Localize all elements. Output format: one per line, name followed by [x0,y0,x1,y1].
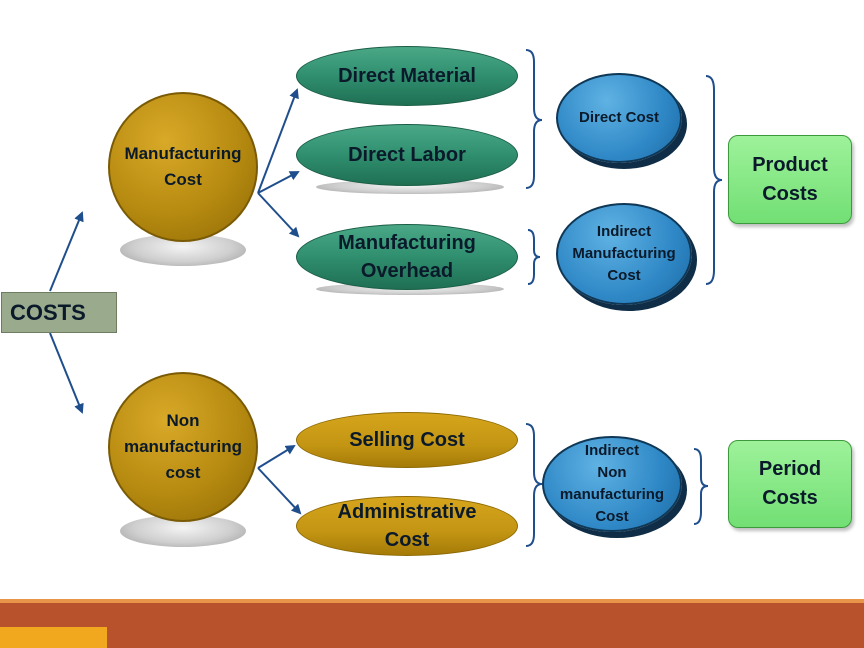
arrow-to-selling-cost [257,444,296,469]
brace-overhead [527,229,541,285]
indirect-non-manufacturing-cost-node: Indirect Non manufacturing Cost [542,436,682,532]
direct-cost-node: Direct Cost [556,73,682,163]
arrow-to-manufacturing-overhead [257,192,300,238]
footer-highlight-line [0,599,864,603]
direct-labor-node: Direct Labor [296,124,518,186]
manufacturing-overhead-node: Manufacturing Overhead [296,224,518,290]
non-manufacturing-cost-node: Non manufacturing cost [108,372,258,522]
indirect-manufacturing-cost-node: Indirect Manufacturing Cost [556,203,692,305]
brace-product-costs [705,75,723,285]
arrow-costs-to-manufacturing [49,211,84,292]
brace-period-costs [693,448,709,525]
brace-non-manufacturing [525,423,543,547]
direct-material-node: Direct Material [296,46,518,106]
arrow-to-direct-labor [257,171,300,194]
arrow-costs-to-non-manufacturing [49,332,84,414]
selling-cost-node: Selling Cost [296,412,518,468]
arrow-to-direct-material [257,88,299,194]
arrow-to-administrative-cost [257,467,302,515]
costs-root-box: COSTS [1,292,117,333]
brace-direct-cost [525,49,543,189]
footer-accent-block [0,627,107,648]
administrative-cost-node: Administrative Cost [296,496,518,556]
period-costs-box: Period Costs [728,440,852,528]
manufacturing-cost-node: Manufacturing Cost [108,92,258,242]
product-costs-box: Product Costs [728,135,852,224]
footer-bar [0,599,864,648]
